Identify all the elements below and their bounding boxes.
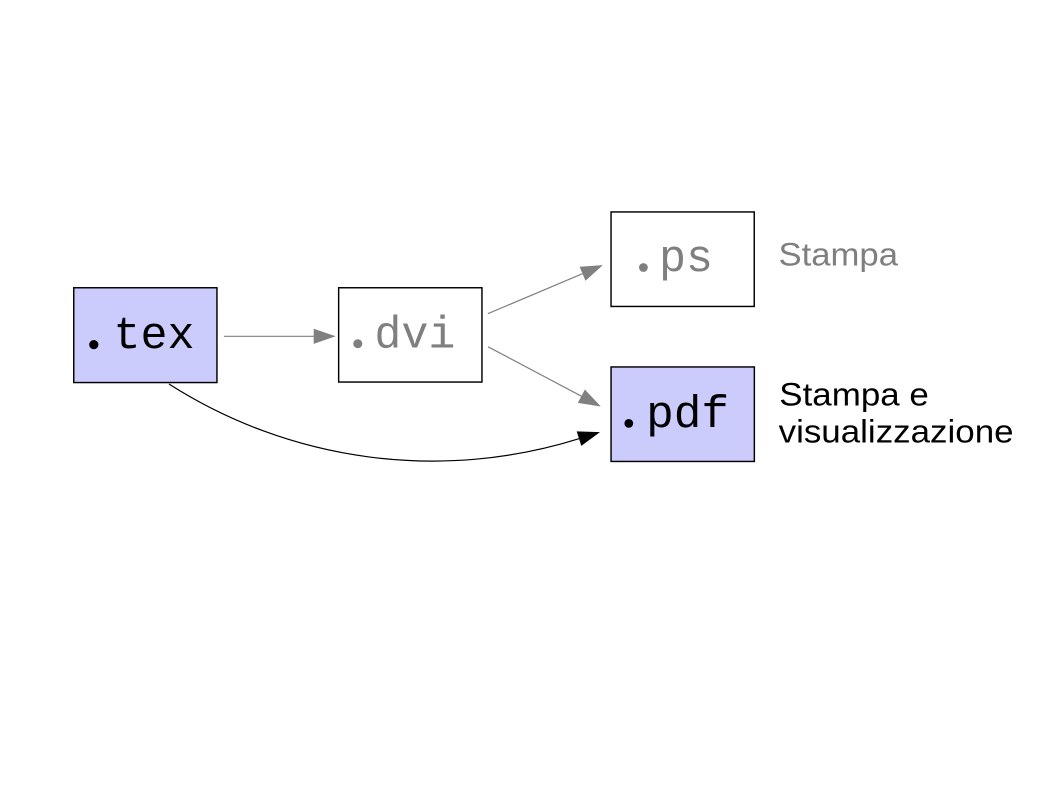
svg-text:visualizzazione: visualizzazione — [779, 414, 1014, 450]
svg-text:dvi: dvi — [374, 310, 455, 361]
svg-text:pdf: pdf — [646, 390, 729, 441]
svg-text:tex: tex — [114, 311, 195, 362]
svg-text:Stampa e: Stampa e — [779, 377, 929, 413]
svg-text:Stampa: Stampa — [779, 236, 899, 272]
svg-text:ps: ps — [659, 234, 713, 285]
